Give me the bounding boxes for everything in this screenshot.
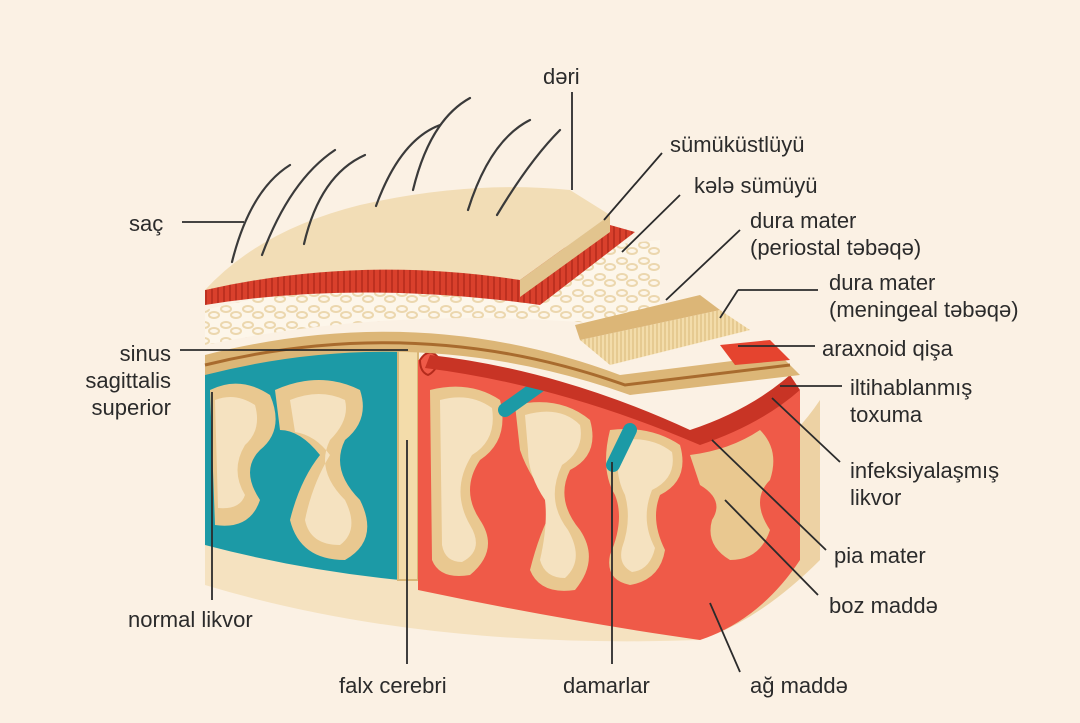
leader-lines (180, 92, 842, 673)
label-sinus-sagittalis-superior: sinus sagittalis superior (85, 341, 171, 420)
label-sumukustluyu: sümüküstlüyü (670, 132, 805, 157)
label-falx-cerebri: falx cerebri (339, 673, 447, 698)
arachnoid-band (425, 355, 800, 445)
label-dura-periostal: dura mater (periostal təbəqə) (750, 208, 922, 260)
vessel-2 (606, 423, 637, 472)
label-ag-madde: ağ maddə (750, 673, 848, 698)
label-pia-mater: pia mater (834, 543, 926, 568)
right-hemisphere-infected-csf (418, 360, 800, 640)
skin-layer (205, 187, 610, 290)
label-normal-likvor: normal likvor (128, 607, 253, 632)
label-dura-meningeal: dura mater (meningeal təbəqə) (829, 270, 1019, 322)
dura-mater-layer (205, 331, 800, 395)
label-deri: dəri (543, 64, 580, 89)
vessel-1 (498, 378, 547, 417)
label-iltihablanmis: iltihablanmış toxuma (850, 375, 973, 427)
label-boz-madde: boz maddə (829, 593, 938, 618)
label-kele-sumuyu: kələ sümüyü (694, 173, 818, 198)
label-infeksiyalasmis: infeksiyalaşmış likvor (850, 458, 1000, 510)
label-araxnoid: araxnoid qişa (822, 336, 953, 361)
falx-cerebri (397, 349, 419, 581)
label-sac: saç (129, 211, 164, 236)
hair-strands (230, 96, 562, 264)
dura-meningeal-layer (580, 310, 750, 365)
label-damarlar: damarlar (563, 673, 650, 698)
